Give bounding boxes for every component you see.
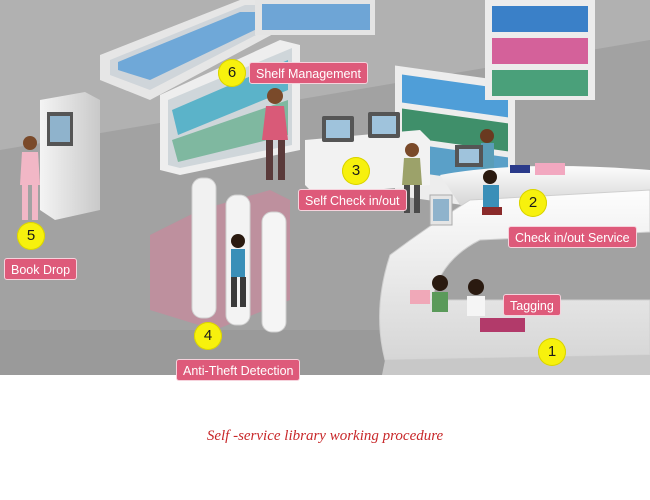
- step-badge-6: 6: [218, 59, 246, 87]
- step-badge-5: 5: [17, 222, 45, 250]
- step-badge-1: 1: [538, 338, 566, 366]
- step-label-shelf-management: Shelf Management: [249, 62, 368, 84]
- library-illustration: [0, 0, 650, 375]
- person-shelf: [262, 88, 288, 180]
- step-label-check-service: Check in/out Service: [508, 226, 637, 248]
- bookshelf-back-left: [100, 0, 290, 100]
- step-label-book-drop: Book Drop: [4, 258, 78, 280]
- bookshelf-middle-left: [160, 40, 300, 175]
- person-book-drop: [20, 136, 40, 220]
- books-on-counter: [410, 163, 565, 332]
- step-label-tagging: Tagging: [503, 294, 561, 316]
- bookshelf-back-center: [255, 0, 375, 35]
- person-walking-gate: [231, 234, 246, 307]
- person-self-check: [402, 143, 422, 213]
- step-label-self-check: Self Check in/out: [298, 189, 407, 211]
- book-drop-kiosk: [40, 92, 100, 220]
- figure-caption: Self -service library working procedure: [206, 428, 444, 444]
- step-badge-4: 4: [194, 322, 222, 350]
- person-standing-back: [480, 129, 494, 171]
- counter-monitors: [429, 145, 483, 226]
- persons-tagging: [432, 275, 485, 316]
- person-check-service: [482, 170, 502, 215]
- step-badge-3: 3: [342, 157, 370, 185]
- step-label-anti-theft: Anti-Theft Detection: [176, 359, 301, 381]
- step-badge-2: 2: [519, 189, 547, 217]
